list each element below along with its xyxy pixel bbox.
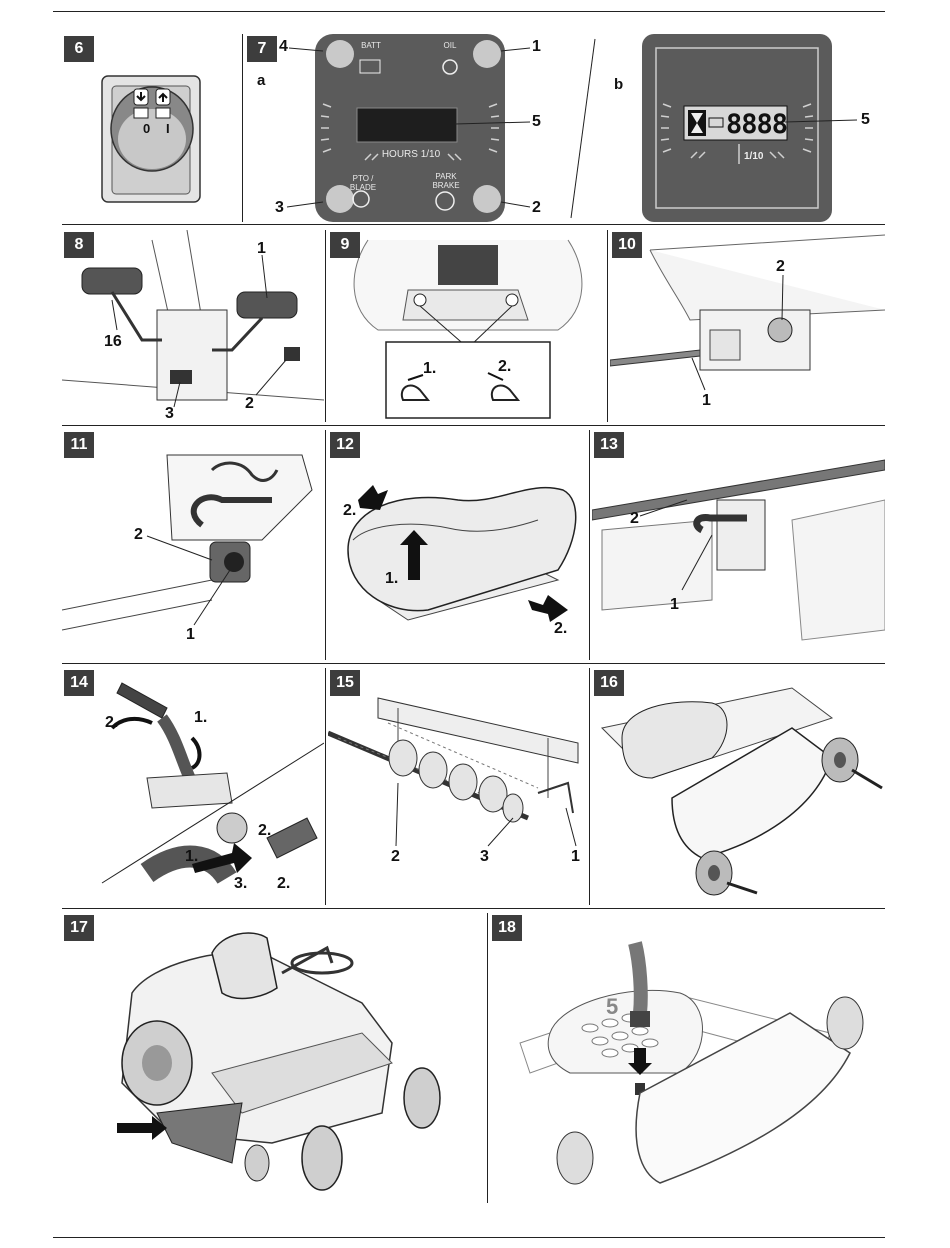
wash-hose-illustration (62, 668, 324, 905)
figure-number: 16 (594, 670, 624, 696)
park-brake-indicator-label: PARK BRAKE (428, 172, 464, 190)
pto-blade-indicator-label: PTO / BLADE (346, 174, 380, 192)
hours-label: HOURS 1/10 (378, 150, 444, 159)
step-2-label: 2. (498, 358, 511, 376)
figure-number: 9 (330, 232, 360, 258)
seat-switch-illustration (610, 230, 885, 422)
grid-line (589, 430, 590, 660)
label-2: 2 (776, 258, 785, 276)
grid-line (62, 908, 885, 909)
seat-release-illustration (328, 230, 606, 422)
label-3: 3 (165, 405, 174, 422)
label-3: 3 (275, 199, 284, 217)
step-1b-label: 1. (185, 848, 198, 866)
figure-9: 9 1. 2. (328, 230, 606, 422)
step-2-label: 2. (343, 502, 356, 520)
figure-16: 16 (592, 668, 885, 905)
oil-indicator-label: OIL (435, 41, 465, 50)
grid-line (62, 224, 885, 225)
seat-adjust-illustration (328, 430, 588, 660)
instrument-panel-illustration (245, 34, 885, 222)
figure-number: 10 (612, 232, 642, 258)
figure-12: 12 2. 1. 2. (328, 430, 588, 660)
label-1: 1 (186, 626, 195, 644)
tenths-label: 1/10 (744, 152, 763, 161)
step-1-label: 1. (194, 709, 207, 727)
figure-number: 7 (247, 36, 277, 62)
figure-10: 10 2 1 (610, 230, 885, 422)
grid-line (487, 913, 488, 1203)
figure-7: 7 (245, 34, 885, 222)
label-3: 3 (480, 848, 489, 866)
figure-14: 14 2. 1. 2. 1. 3. 2. (62, 668, 324, 905)
top-rule (53, 11, 885, 12)
zero-turn-mower-illustration (62, 913, 485, 1203)
step-2b-label: 2. (554, 620, 567, 638)
subfigure-a: a (257, 72, 265, 89)
switch-on-label: I (166, 121, 170, 136)
label-5b: 5 (861, 111, 870, 129)
label-1: 1 (670, 596, 679, 614)
label-2: 2 (134, 526, 143, 544)
label-2: 2 (245, 395, 254, 413)
figure-11: 11 2 1 (62, 430, 324, 660)
label-16: 16 (104, 333, 122, 351)
label-1: 1 (571, 848, 580, 866)
battery-indicator-label: BATT (358, 41, 384, 50)
grid-line (62, 425, 885, 426)
figure-18: 18 5 (490, 913, 885, 1203)
step-1-label: 1. (423, 360, 436, 378)
figure-number: 18 (492, 915, 522, 941)
switch-off-label: 0 (143, 121, 150, 136)
gauge-wheels-illustration (592, 668, 885, 905)
subfigure-b: b (614, 76, 623, 93)
ignition-switch-illustration (62, 34, 240, 222)
step-2c-label: 2. (277, 875, 290, 893)
grid-line (325, 230, 326, 422)
grid-line (242, 34, 243, 222)
label-1: 1 (257, 240, 266, 258)
mulch-roller-illustration (328, 668, 588, 905)
label-2: 2 (391, 848, 400, 866)
figure-6: 6 0 I (62, 34, 240, 222)
deck-number: 5 (606, 994, 618, 1020)
label-1: 1 (532, 38, 541, 56)
figure-8: 8 1 16 3 2 (62, 230, 324, 422)
grid-line (607, 230, 608, 422)
figure-number: 8 (64, 232, 94, 258)
figure-17: 17 (62, 913, 485, 1203)
step-3-label: 3. (234, 875, 247, 893)
figure-number: 12 (330, 432, 360, 458)
figure-number: 11 (64, 432, 94, 458)
label-2: 2 (532, 199, 541, 217)
seat-connector-illustration (592, 430, 885, 660)
grid-line (62, 663, 885, 664)
label-1: 1 (702, 392, 711, 410)
grid-line (325, 430, 326, 660)
figure-number: 13 (594, 432, 624, 458)
step-2b-label: 2. (258, 822, 271, 840)
step-1-label: 1. (385, 570, 398, 588)
pedals-illustration (62, 230, 324, 422)
grid-line (325, 668, 326, 905)
figure-number: 17 (64, 915, 94, 941)
label-4: 4 (279, 38, 288, 56)
label-2: 2 (630, 510, 639, 528)
figure-number: 14 (64, 670, 94, 696)
wash-port-illustration (490, 913, 885, 1203)
bottom-rule (53, 1237, 885, 1238)
figure-13: 13 2 1 (592, 430, 885, 660)
figure-15: 15 2 3 1 (328, 668, 588, 905)
hour-meter-digits: 8888 (726, 109, 787, 140)
figure-number: 6 (64, 36, 94, 62)
step-2-label: 2. (105, 714, 118, 732)
figure-number: 15 (330, 670, 360, 696)
label-5: 5 (532, 113, 541, 131)
grid-line (589, 668, 590, 905)
